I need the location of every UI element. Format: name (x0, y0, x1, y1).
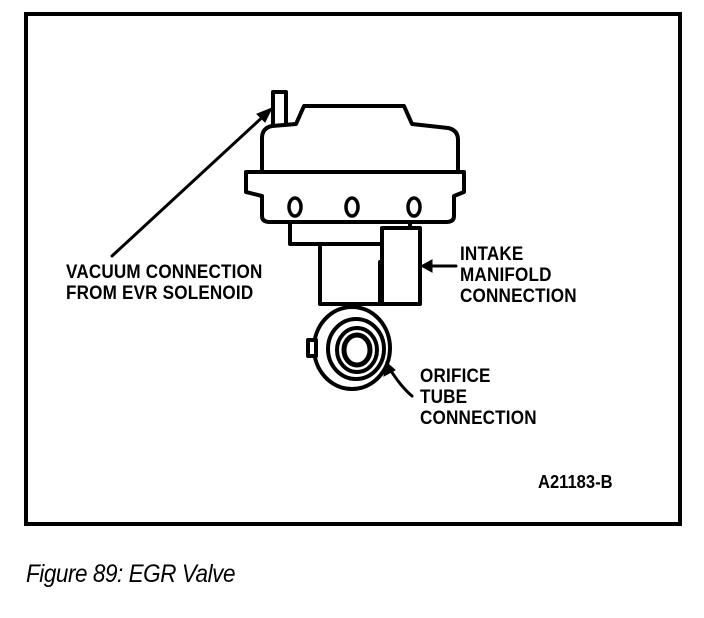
figure-caption: Figure 89: EGR Valve (26, 560, 236, 588)
figure-id: A21183-B (538, 472, 613, 492)
intake-arrowhead (419, 259, 433, 273)
orifice-ring-3 (341, 332, 373, 368)
orifice-label-line-1: ORIFICE (420, 366, 491, 387)
vacuum-label-line-1: VACUUM CONNECTION (66, 262, 263, 283)
orifice-arrowhead (383, 361, 396, 377)
diaphragm-dome (260, 104, 460, 174)
vacuum-arrowhead (256, 107, 274, 123)
bolt-hole-left (287, 196, 303, 218)
figure-frame (24, 12, 682, 526)
orifice-label-line-3: CONNECTION (420, 408, 537, 429)
intake-label-line-3: CONNECTION (460, 286, 577, 307)
orifice-label-line-2: TUBE (420, 387, 468, 408)
intake-manifold-label: INTAKE MANIFOLD CONNECTION (460, 244, 577, 307)
fitting-tab (306, 338, 318, 358)
intake-manifold-port (380, 226, 422, 306)
vacuum-leader-line (110, 110, 270, 258)
orifice-ring-2 (335, 326, 379, 374)
bolt-hole-center (344, 196, 360, 218)
orifice-neck (318, 242, 390, 306)
intake-label-line-1: INTAKE (460, 244, 524, 265)
orifice-tube-label: ORIFICE TUBE CONNECTION (420, 366, 537, 429)
vacuum-connection-label: VACUUM CONNECTION FROM EVR SOLENOID (66, 262, 263, 304)
bolt-hole-right (406, 196, 422, 218)
intake-label-line-2: MANIFOLD (460, 265, 552, 286)
vacuum-label-line-2: FROM EVR SOLENOID (66, 283, 254, 304)
orifice-ring-1 (326, 317, 386, 381)
